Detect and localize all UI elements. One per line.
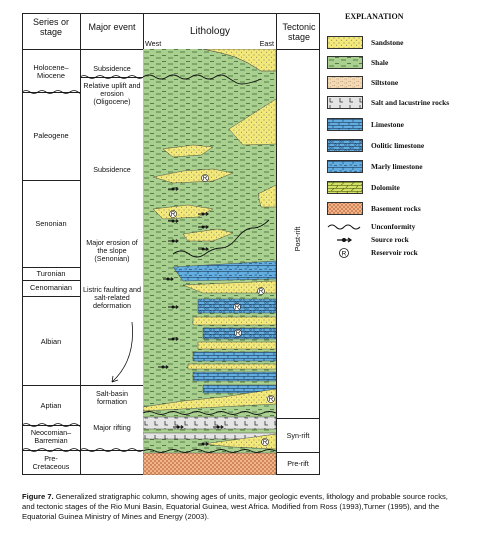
legend-label: Salt and lacustrine rocks bbox=[371, 98, 450, 107]
legend-label: Unconformity bbox=[371, 222, 416, 231]
siltstone-swatch bbox=[327, 76, 363, 89]
oolitic-limestone-swatch bbox=[327, 139, 363, 152]
salt-swatch bbox=[327, 96, 363, 109]
event-uplift-erosion: Relative uplift and erosion (Oligocene) bbox=[83, 81, 141, 106]
legend-label: Basement rocks bbox=[371, 204, 421, 213]
unconformity-symbol bbox=[327, 224, 361, 230]
svg-text:R: R bbox=[235, 305, 240, 311]
figure-caption: Figure 7. Generalized stratigraphic colu… bbox=[22, 492, 462, 522]
tectonic-syn-rift: Syn-rift bbox=[286, 431, 310, 440]
stage-neocomian-barremian: Neocomian–Barremian bbox=[30, 428, 72, 445]
divider-series bbox=[80, 13, 81, 475]
svg-text:R: R bbox=[203, 176, 208, 182]
event-subsidence-upper: Subsidence bbox=[93, 64, 131, 73]
header-west: West bbox=[145, 39, 162, 48]
caption-label: Figure 7. bbox=[22, 492, 54, 501]
stage-divider bbox=[22, 425, 80, 426]
stage-divider bbox=[22, 450, 80, 451]
legend-label: Reservoir rock bbox=[371, 248, 418, 257]
event-subsidence: Subsidence bbox=[93, 165, 131, 174]
legend-label: Oolitic limestone bbox=[371, 141, 425, 150]
event-major-rifting: Major rifting bbox=[93, 423, 131, 432]
basement-swatch bbox=[327, 202, 363, 215]
tectonic-post-rift: Post-rift bbox=[293, 226, 302, 252]
legend-label: Marly limestone bbox=[371, 162, 423, 171]
limestone-swatch bbox=[327, 118, 363, 131]
event-divider bbox=[80, 385, 143, 386]
legend-title: EXPLANATION bbox=[345, 12, 404, 21]
svg-text:R: R bbox=[259, 289, 264, 295]
stage-unconformities bbox=[22, 90, 80, 452]
svg-text:R: R bbox=[263, 440, 268, 446]
event-major-erosion: Major erosion of the slope (Senonian) bbox=[86, 238, 138, 263]
stage-albian: Albian bbox=[40, 337, 62, 346]
svg-text:R: R bbox=[236, 331, 241, 337]
header-east: East bbox=[259, 39, 274, 48]
legend-label: Dolomite bbox=[371, 183, 400, 192]
lithology-column: R R R R R R R bbox=[143, 49, 276, 475]
dolomite-swatch bbox=[327, 181, 363, 194]
legend-label: Siltstone bbox=[371, 78, 399, 87]
marly-limestone-swatch bbox=[327, 160, 363, 173]
legend-label: Shale bbox=[371, 58, 389, 67]
legend-label: Sandstone bbox=[371, 38, 404, 47]
stage-divider bbox=[22, 385, 80, 386]
stage-divider bbox=[22, 296, 80, 297]
stage-turonian: Turonian bbox=[36, 269, 66, 278]
svg-text:R: R bbox=[171, 212, 176, 218]
header-tectonic: Tectonic stage bbox=[282, 22, 316, 42]
event-unconformities bbox=[80, 75, 143, 452]
stage-divider bbox=[22, 180, 80, 181]
svg-text:R: R bbox=[269, 397, 274, 403]
legend-label: Source rock bbox=[371, 235, 409, 244]
stage-senonian: Senonian bbox=[35, 219, 67, 228]
stage-divider bbox=[22, 92, 80, 93]
stage-divider bbox=[22, 267, 80, 268]
stage-pre-cretaceous: Pre-Cretaceous bbox=[32, 454, 70, 471]
caption-text: Generalized stratigraphic column, showin… bbox=[22, 492, 448, 521]
stage-paleogene: Paleogene bbox=[33, 131, 69, 140]
event-listric-faulting: Listric faulting and salt-related deform… bbox=[83, 285, 141, 310]
sandstone-swatch bbox=[327, 36, 363, 49]
stage-divider bbox=[22, 280, 80, 281]
tectonic-pre-rift: Pre-rift bbox=[287, 459, 309, 468]
event-arrow bbox=[111, 321, 133, 383]
legend-label: Limestone bbox=[371, 120, 404, 129]
header-series: Series or stage bbox=[32, 17, 69, 37]
stage-cenomanian: Cenomanian bbox=[30, 283, 72, 292]
header-event: Major event bbox=[88, 22, 136, 32]
divider-lithology bbox=[276, 13, 277, 475]
source-rock-symbol bbox=[337, 237, 353, 243]
tectonic-divider bbox=[276, 452, 320, 453]
header-lithology: Lithology bbox=[189, 26, 231, 37]
reservoir-rock-symbol: R bbox=[339, 248, 349, 258]
stage-aptian: Aptian bbox=[40, 401, 62, 410]
tectonic-divider bbox=[276, 418, 320, 419]
svg-text:R: R bbox=[342, 251, 347, 258]
stage-holocene-miocene: Holocene–Miocene bbox=[33, 63, 69, 80]
event-salt-basin: Salt-basin formation bbox=[96, 389, 128, 406]
shale-swatch bbox=[327, 56, 363, 69]
